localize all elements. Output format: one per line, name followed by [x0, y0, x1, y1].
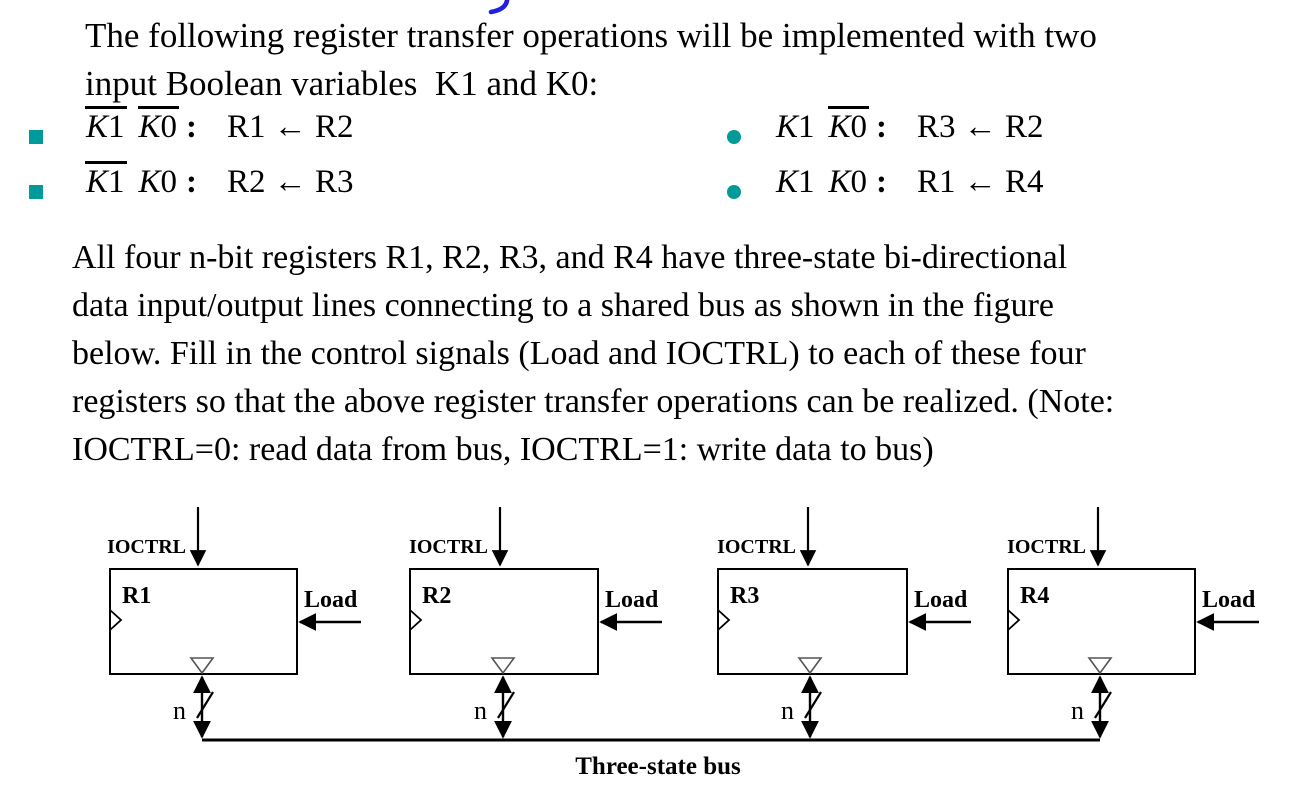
boolean-term: K1: [776, 109, 815, 145]
transfer-operation: R1 ← R2: [227, 109, 354, 145]
bus-width-slash-r4: [1094, 691, 1112, 719]
boolean-term: K1: [776, 164, 815, 200]
register-box-r4: [1007, 568, 1196, 675]
register-box-r3: [717, 568, 908, 675]
tristate-buffer-icon-r1: [189, 657, 215, 675]
ioctrl-label-r1: IOCTRL: [107, 536, 186, 558]
load-label-r4: Load: [1202, 587, 1256, 613]
bullet-dot-icon: [727, 185, 741, 199]
clock-chevron-icon-r1: [109, 609, 123, 631]
load-label-r3: Load: [914, 587, 968, 613]
boolean-term: K0: [138, 164, 178, 200]
register-name-r2: R2: [422, 583, 451, 609]
bus-width-slash-r2: [497, 691, 515, 719]
intro-line-2: input Boolean variables K1 and K0:: [85, 64, 599, 103]
bus-width-label-r4: n: [1071, 696, 1084, 725]
boolean-term: K0: [137, 106, 180, 147]
register-name-r1: R1: [122, 583, 151, 609]
clock-chevron-icon-r2: [409, 609, 423, 631]
load-label-r1: Load: [304, 587, 358, 613]
bullet-dot-icon: [727, 130, 741, 144]
cropped-title-text-fragment-icon: [488, 0, 510, 15]
paragraph-line: IOCTRL=0: read data from bus, IOCTRL=1: …: [72, 431, 934, 468]
paragraph-line: data input/output lines connecting to a …: [72, 287, 1055, 324]
problem-statement: All four n-bit registers R1, R2, R3, and…: [72, 234, 1114, 474]
boolean-term: K1: [85, 106, 127, 147]
boolean-term: K0: [827, 106, 870, 147]
bus-width-slash-r1: [196, 691, 214, 719]
clock-chevron-icon-r3: [717, 609, 731, 631]
intro-line-1: The following register transfer operatio…: [85, 16, 1097, 55]
paragraph-line: All four n-bit registers R1, R2, R3, and…: [72, 239, 1068, 276]
ioctrl-label-r3: IOCTRL: [717, 536, 796, 558]
rtl-statement: K1 K0: R3 ← R2: [775, 106, 1044, 147]
bullet-square-icon: [29, 185, 43, 199]
register-box-r1: [109, 568, 298, 675]
bus-width-label-r2: n: [474, 696, 487, 725]
register-bus-diagram: IOCTRL R1 Load n IOCTRL R2 Load n IOCTRL R3 Load n I…: [107, 507, 1259, 780]
boolean-term: K1: [85, 161, 127, 202]
boolean-term: K0: [828, 164, 868, 200]
register-box-r2: [409, 568, 599, 675]
register-name-r3: R3: [730, 583, 759, 609]
rtl-statement: K1 K0: R2 ← R3: [85, 161, 354, 202]
bus-width-label-r3: n: [781, 696, 794, 725]
bus-width-slash-r3: [804, 691, 822, 719]
clock-chevron-icon-r4: [1007, 609, 1021, 631]
ioctrl-label-r2: IOCTRL: [409, 536, 488, 558]
tristate-buffer-icon-r2: [490, 657, 516, 675]
transfer-operation: R1 ← R4: [917, 164, 1044, 200]
condition-colon: :: [876, 109, 888, 145]
register-name-r4: R4: [1020, 583, 1049, 609]
tristate-buffer-icon-r3: [797, 657, 823, 675]
paragraph-line: registers so that the above register tra…: [72, 383, 1115, 420]
rtl-statement: K1 K0: R1 ← R4: [775, 161, 1044, 202]
tristate-buffer-icon-r4: [1087, 657, 1113, 675]
bus-width-label-r1: n: [173, 696, 186, 725]
transfer-operation: R3 ← R2: [917, 109, 1044, 145]
paragraph-line: below. Fill in the control signals (Load…: [72, 335, 1086, 372]
load-label-r2: Load: [605, 587, 659, 613]
condition-colon: :: [876, 164, 888, 200]
three-state-bus-label: Three-state bus: [575, 753, 741, 780]
ioctrl-label-r4: IOCTRL: [1007, 536, 1086, 558]
transfer-operation: R2 ← R3: [227, 164, 354, 200]
condition-colon: :: [186, 164, 198, 200]
intro-text: The following register transfer operatio…: [85, 12, 1097, 108]
condition-colon: :: [186, 109, 198, 145]
bullet-square-icon: [29, 130, 43, 144]
